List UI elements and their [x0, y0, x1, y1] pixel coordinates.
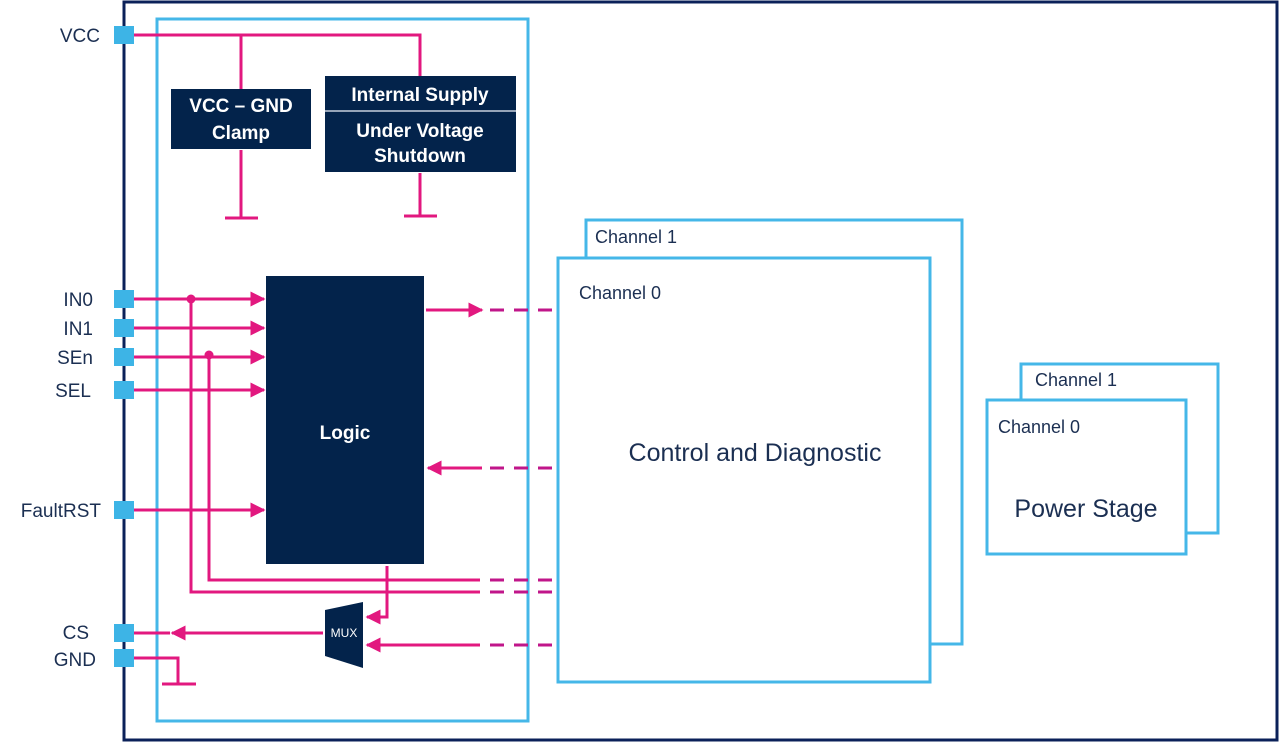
pin-sen: SEn	[57, 348, 134, 369]
power-stage-block: Channel 1 Channel 0 Power Stage	[985, 362, 1220, 556]
uvlo-label-line1: Under Voltage	[356, 121, 483, 142]
logic-label: Logic	[320, 423, 371, 444]
mux-label: MUX	[331, 626, 358, 640]
clamp-label-line1: VCC – GND	[189, 96, 292, 117]
pin-label-sel: SEL	[55, 381, 91, 402]
interface-section-outline	[155, 17, 530, 723]
mux-block: MUX	[134, 566, 552, 668]
clamp-block: VCC – GND Clamp	[171, 89, 311, 149]
power-channel0-label: Channel 0	[998, 417, 1080, 437]
uvlo-label-line2: Shutdown	[374, 146, 466, 167]
control-channel0-label: Channel 0	[579, 283, 661, 303]
internal-supply-block: Internal Supply Under Voltage Shutdown	[325, 76, 516, 172]
pin-label-sen: SEn	[57, 348, 93, 369]
logic-control-wires	[426, 302, 552, 476]
power-channel1-label: Channel 1	[1035, 370, 1117, 390]
pin-in1: IN1	[63, 319, 134, 340]
control-diagnostic-label: Control and Diagnostic	[629, 439, 882, 467]
pin-label-in1: IN1	[63, 319, 93, 340]
device-outline	[122, 0, 1279, 742]
pin-faultrst: FaultRST	[21, 501, 134, 522]
pin-label-faultrst: FaultRST	[21, 501, 102, 522]
control-diagnostic-block: Channel 1 Channel 0 Control and Diagnost…	[556, 218, 964, 684]
pin-label-vcc: VCC	[60, 26, 100, 47]
gnd-net	[134, 656, 196, 686]
control-channel1-label: Channel 1	[595, 227, 677, 247]
vcc-net	[134, 33, 437, 220]
pin-label-cs: CS	[63, 623, 89, 644]
clamp-label-line2: Clamp	[212, 123, 270, 144]
pin-label-in0: IN0	[63, 290, 93, 311]
pin-cs: CS	[63, 623, 134, 644]
internal-supply-label: Internal Supply	[351, 85, 489, 106]
pin-gnd: GND	[54, 649, 134, 671]
pin-sel: SEL	[55, 381, 134, 402]
pin-label-gnd: GND	[54, 650, 96, 671]
logic-block: Logic	[266, 276, 424, 564]
pin-in0: IN0	[63, 290, 134, 311]
input-wires	[134, 291, 552, 594]
pin-vcc: VCC	[60, 26, 134, 47]
power-stage-label: Power Stage	[1014, 495, 1157, 523]
